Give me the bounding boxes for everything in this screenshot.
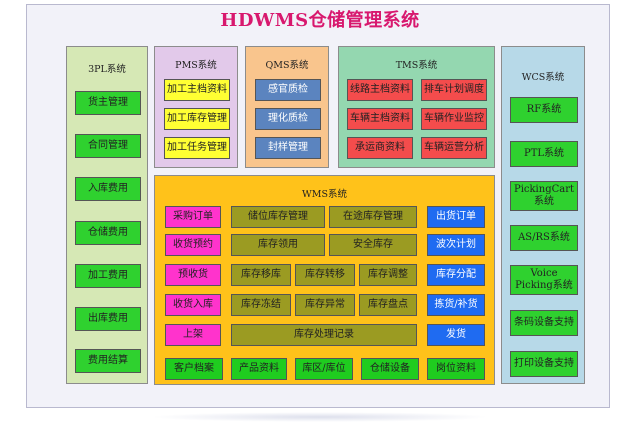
wcs-item: 打印设备支持 (510, 351, 578, 377)
wms-inventory-item: 库存领用 (231, 234, 325, 256)
wms-inventory-item: 库存盘点 (359, 294, 417, 316)
wms-inventory-item: 库存异常 (295, 294, 355, 316)
panel-wcs-title: WCS系统 (521, 72, 565, 83)
wms-inventory-item: 库存移库 (231, 264, 291, 286)
panel-wms: WMS系统 采购订单 收货预约 预收货 收货入库 上架 储位库存管理 在途库存管… (154, 175, 495, 385)
wms-bottom-item: 产品资料 (231, 358, 287, 380)
panel-pms-title: PMS系统 (175, 60, 217, 71)
wms-inventory-item: 在途库存管理 (329, 206, 417, 228)
wms-left-item: 上架 (165, 324, 221, 346)
panel-tms: TMS系统 线路主档资料 排车计划调度 车辆主档资料 车辆作业监控 承运商资料 … (338, 46, 495, 168)
pms-item: 加工主档资料 (164, 79, 230, 101)
pms-item: 加工库存管理 (164, 108, 230, 130)
diagram-title: HDWMS仓储管理系统 (220, 10, 420, 31)
tms-item: 承运商资料 (347, 137, 413, 159)
wms-left-item: 预收货 (165, 264, 221, 286)
panel-qms: QMS系统 感官质检 理化质检 封样管理 (245, 46, 329, 168)
tms-item: 排车计划调度 (421, 79, 487, 101)
pl3-item: 加工费用 (75, 264, 141, 288)
frame-shadow (150, 412, 490, 422)
wms-bottom-item: 岗位资料 (427, 358, 485, 380)
wms-right-item: 波次计划 (427, 234, 485, 256)
wms-bottom-item: 库区/库位 (295, 358, 353, 380)
wcs-item: RF系统 (510, 97, 578, 123)
wms-inventory-item: 库存调整 (359, 264, 417, 286)
panel-wcs: WCS系统 RF系统 PTL系统 PickingCart系统 AS/RS系统 V… (501, 46, 585, 384)
qms-item: 感官质检 (255, 79, 321, 101)
wms-right-item: 库存分配 (427, 264, 485, 286)
tms-item: 车辆作业监控 (421, 108, 487, 130)
panel-qms-title: QMS系统 (265, 60, 309, 71)
wcs-item: Voice Picking系统 (510, 265, 578, 295)
wms-inventory-item: 库存冻结 (231, 294, 291, 316)
panel-pms: PMS系统 加工主档资料 加工库存管理 加工任务管理 (154, 46, 238, 168)
wcs-item: PickingCart系统 (510, 181, 578, 211)
panel-wms-title: WMS系统 (302, 189, 347, 200)
wms-left-item: 收货预约 (165, 234, 221, 256)
wms-bottom-item: 仓储设备 (361, 358, 419, 380)
pl3-item: 入库费用 (75, 177, 141, 201)
tms-item: 车辆运营分析 (421, 137, 487, 159)
wms-left-item: 收货入库 (165, 294, 221, 316)
qms-item: 封样管理 (255, 137, 321, 159)
wms-right-item: 拣货/补货 (427, 294, 485, 316)
pms-item: 加工任务管理 (164, 137, 230, 159)
wms-right-item: 发货 (427, 324, 485, 346)
wms-left-item: 采购订单 (165, 206, 221, 228)
panel-tms-title: TMS系统 (395, 60, 438, 71)
panel-3pl-title: 3PL系统 (88, 64, 126, 75)
wcs-item: AS/RS系统 (510, 225, 578, 251)
wms-inventory-item: 储位库存管理 (231, 206, 325, 228)
panel-3pl: 3PL系统 货主管理 合同管理 入库费用 仓储费用 加工费用 出库费用 费用结算 (66, 46, 148, 384)
pl3-item: 费用结算 (75, 349, 141, 373)
pl3-item: 仓储费用 (75, 221, 141, 245)
pl3-item: 出库费用 (75, 307, 141, 331)
wcs-item: PTL系统 (510, 141, 578, 167)
tms-item: 车辆主档资料 (347, 108, 413, 130)
wms-bottom-item: 客户档案 (165, 358, 223, 380)
wms-inventory-item: 库存转移 (295, 264, 355, 286)
qms-item: 理化质检 (255, 108, 321, 130)
wcs-item: 条码设备支持 (510, 310, 578, 336)
pl3-item: 合同管理 (75, 134, 141, 158)
wms-inventory-item: 安全库存 (329, 234, 417, 256)
pl3-item: 货主管理 (75, 91, 141, 115)
wms-inventory-item: 库存处理记录 (231, 324, 417, 346)
wms-right-item: 出货订单 (427, 206, 485, 228)
tms-item: 线路主档资料 (347, 79, 413, 101)
